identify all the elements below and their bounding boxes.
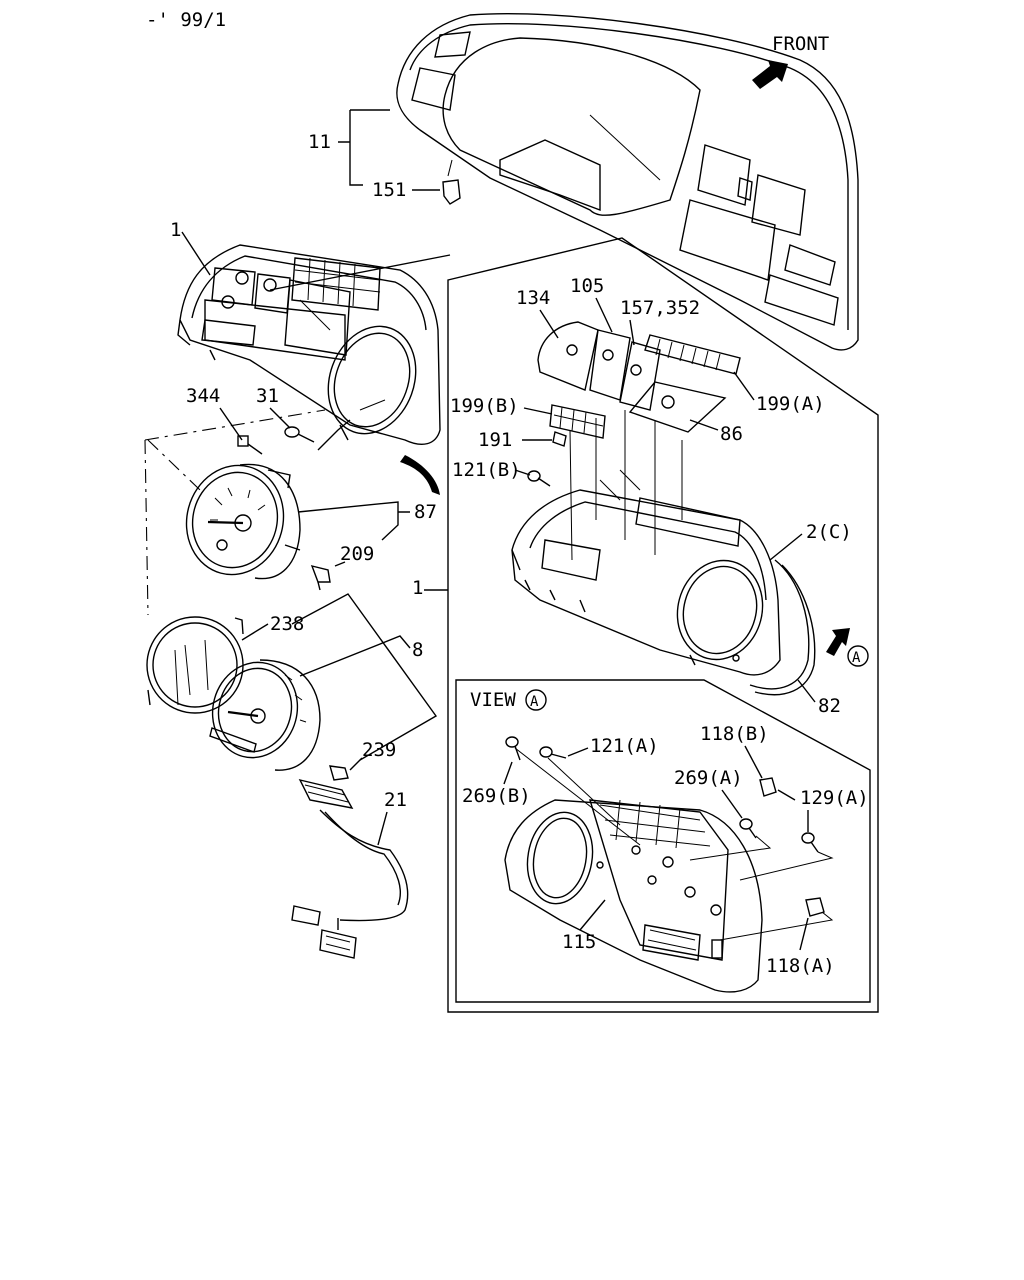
bulb-209-icon (310, 564, 331, 591)
front-arrow-icon (752, 60, 788, 89)
callout-21: 21 (384, 789, 407, 811)
callout-151: 151 (372, 179, 406, 201)
callout-269a: 269(A) (674, 767, 743, 789)
callout-1-mid: 1 (412, 577, 423, 599)
callout-199b: 199(B) (450, 395, 519, 417)
callout-87: 87 (414, 501, 437, 523)
callout-86: 86 (720, 423, 743, 445)
callout-31: 31 (256, 385, 279, 407)
detail-frame (447, 237, 879, 1013)
callout-129a: 129(A) (800, 787, 869, 809)
harness-21 (291, 778, 409, 959)
callout-2c: 2(C) (806, 521, 852, 543)
view-arrow-icon (826, 628, 850, 656)
view-marker-a: A (852, 650, 861, 666)
clip-151-icon (442, 159, 461, 205)
bulb-191-icon (552, 431, 567, 447)
screw-269b-icon (505, 736, 521, 761)
callout-191: 191 (478, 429, 512, 451)
callout-11: 11 (308, 131, 331, 153)
gauge-faces (537, 321, 741, 439)
front-indicator: FRONT (752, 33, 829, 89)
screw-31-icon (284, 426, 315, 443)
screw-269a-icon (739, 818, 757, 839)
callout-121b: 121(B) (452, 459, 521, 481)
callout-115: 115 (562, 931, 596, 953)
callout-157-352: 157,352 (620, 297, 700, 319)
cover-82 (749, 559, 816, 696)
screw-121b-icon (527, 470, 551, 487)
callout-105: 105 (570, 275, 604, 297)
dashboard-bezel (396, 13, 859, 351)
diagram-code: -' 99/1 (146, 9, 226, 31)
cluster-assembly (177, 244, 441, 446)
callout-134: 134 (516, 287, 550, 309)
meter-87 (185, 463, 301, 580)
view-a-marker: A (826, 628, 869, 667)
screw-118a-icon (805, 897, 825, 917)
view-label-marker: A (530, 694, 539, 710)
callout-1-top: 1 (170, 219, 181, 241)
speedometer-8 (209, 659, 321, 771)
lens-238 (146, 616, 244, 714)
housing-2c (511, 469, 781, 676)
callout-121a: 121(A) (590, 735, 659, 757)
direction-arc-icon (400, 455, 440, 495)
screw-129a-icon (801, 832, 819, 853)
callout-8: 8 (412, 639, 423, 661)
callout-344: 344 (186, 385, 220, 407)
front-label: FRONT (772, 33, 829, 55)
callout-118a: 118(A) (766, 955, 835, 977)
callout-118b: 118(B) (700, 723, 769, 745)
callout-82: 82 (818, 695, 841, 717)
callout-238: 238 (270, 613, 304, 635)
callout-209: 209 (340, 543, 374, 565)
circuit-board-115 (504, 799, 763, 993)
view-label: VIEW (470, 689, 516, 711)
screw-121a-icon (539, 746, 567, 759)
callout-239: 239 (362, 739, 396, 761)
screw-118b-icon (759, 777, 777, 797)
callout-269b: 269(B) (462, 785, 531, 807)
bulb-239-icon (329, 765, 349, 781)
screw-344-icon (237, 435, 263, 455)
callout-199a: 199(A) (756, 393, 825, 415)
view-a-frame (455, 679, 871, 1003)
